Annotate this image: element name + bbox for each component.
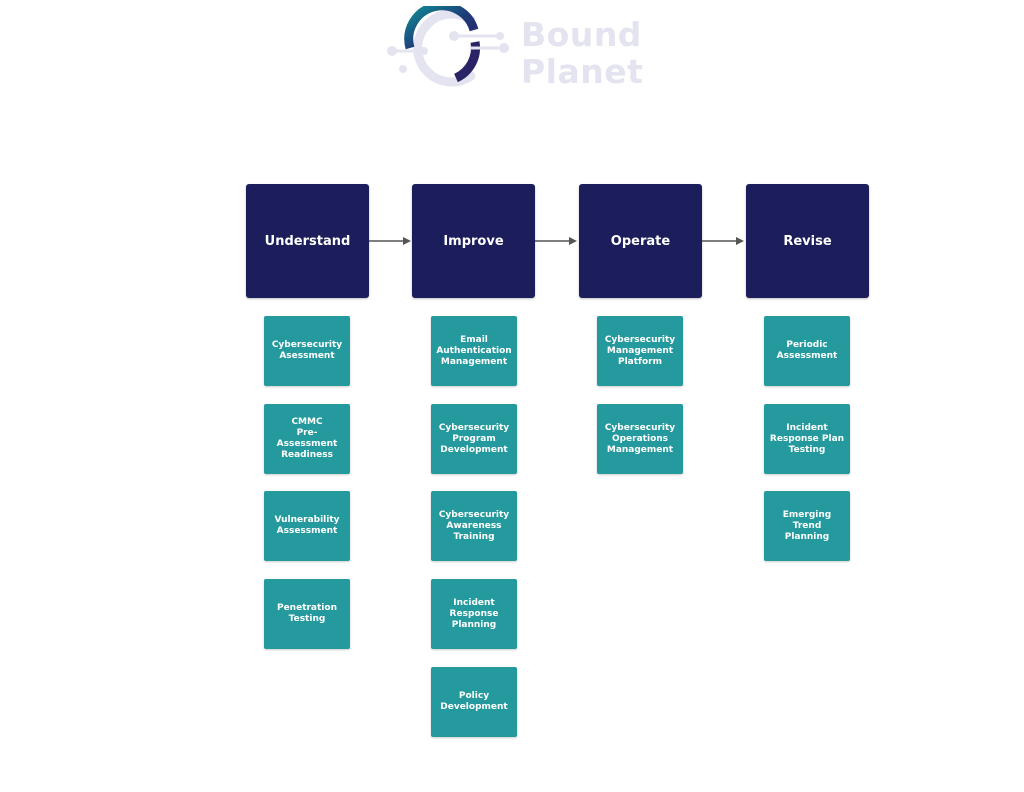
stage-revise: Revise bbox=[746, 184, 869, 298]
logo-line-2: Planet bbox=[521, 52, 644, 91]
item-vulnerability-assessment: Vulnerability Assessment bbox=[264, 491, 350, 561]
item-penetration-testing: Penetration Testing bbox=[264, 579, 350, 649]
item-incident-response-planning: Incident Response Planning bbox=[431, 579, 517, 649]
logo-line-1: Bound bbox=[521, 15, 642, 54]
stage-understand: Understand bbox=[246, 184, 369, 298]
item-email-authentication-management: Email Authentication Management bbox=[431, 316, 517, 386]
item-policy-development: Policy Development bbox=[431, 667, 517, 737]
logo-wordmark: Bound Planet bbox=[521, 16, 643, 90]
bound-planet-logo: Bound Planet bbox=[384, 6, 654, 90]
arrow-understand-to-improve bbox=[369, 237, 411, 245]
item-incident-response-plan-testing: Incident Response Plan Testing bbox=[764, 404, 850, 474]
item-periodic-assessment: Periodic Assessment bbox=[764, 316, 850, 386]
arrow-operate-to-revise bbox=[702, 237, 744, 245]
arrow-improve-to-operate bbox=[535, 237, 577, 245]
item-cybersecurity-assessment: Cybersecurity Asessment bbox=[264, 316, 350, 386]
item-cmmc-readiness: CMMC Pre-Assessment Readiness bbox=[264, 404, 350, 474]
item-cybersecurity-program-development: Cybersecurity Program Development bbox=[431, 404, 517, 474]
stage-improve: Improve bbox=[412, 184, 535, 298]
bound-planet-ring-logo-icon bbox=[387, 6, 509, 87]
stage-operate: Operate bbox=[579, 184, 702, 298]
item-emerging-trend-planning: Emerging Trend Planning bbox=[764, 491, 850, 561]
item-cybersecurity-management-platform: Cybersecurity Management Platform bbox=[597, 316, 683, 386]
item-cybersecurity-awareness-training: Cybersecurity Awareness Training bbox=[431, 491, 517, 561]
item-cybersecurity-operations-management: Cybersecurity Operations Management bbox=[597, 404, 683, 474]
